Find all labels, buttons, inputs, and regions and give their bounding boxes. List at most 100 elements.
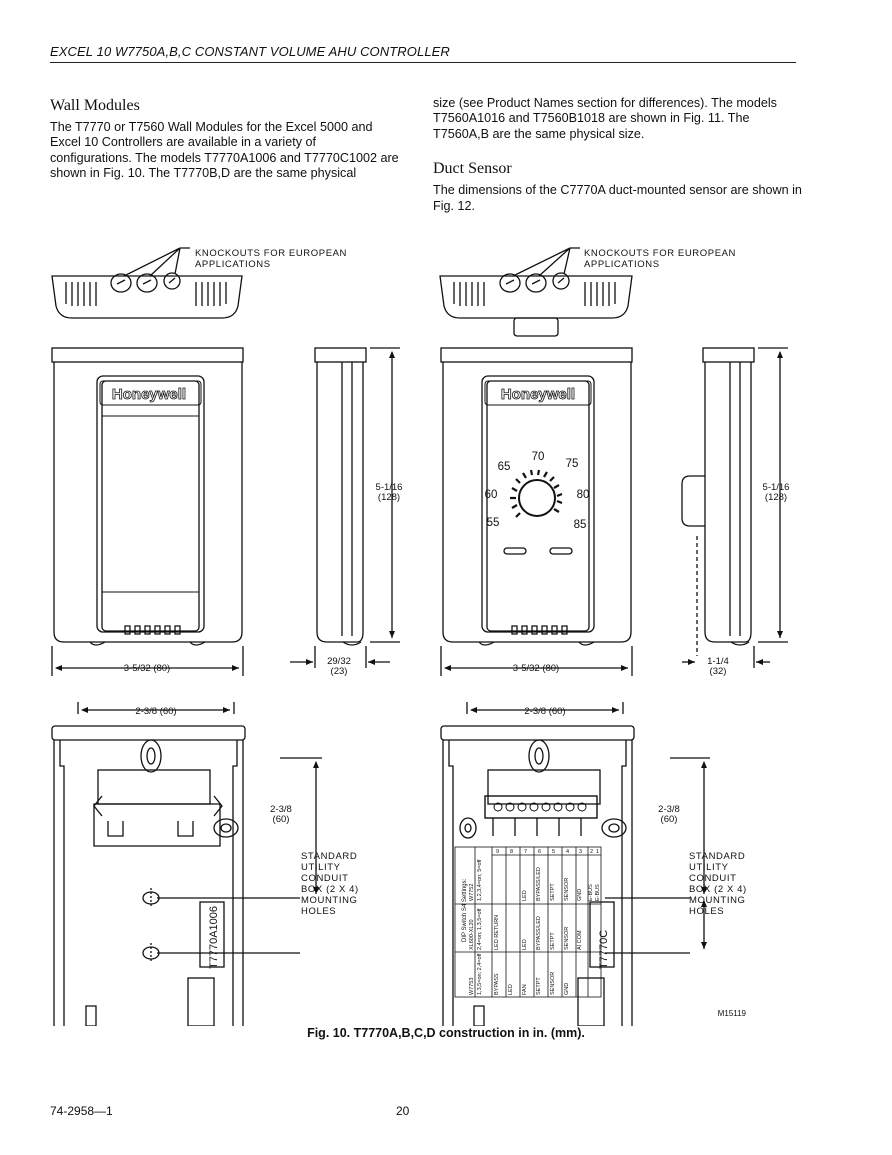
dial-number: 60: [485, 489, 498, 501]
construction-drawing: Honeywell: [51, 247, 790, 1026]
figure-caption: Fig. 10. T7770A,B,C,D construction in in…: [307, 1026, 585, 1040]
height-dim-right-mm: (128): [765, 492, 787, 503]
dip-cell: BYPASS/LED: [536, 867, 542, 901]
terminal-number: 5: [552, 849, 555, 855]
page-number: 20: [396, 1104, 410, 1118]
knockouts-label-left-line1: KNOCKOUTS FOR EUROPEAN: [195, 248, 347, 259]
dip-cell: FAN: [522, 984, 528, 995]
figure-10: Honeywell: [30, 236, 830, 1026]
terminal-number: 1: [596, 849, 599, 855]
conduit-line: CONDUIT: [689, 873, 736, 884]
conduit-line: MOUNTING: [689, 895, 746, 906]
left-front-view: [51, 347, 244, 646]
figure-id: M15119: [718, 1009, 747, 1018]
wall-modules-heading: Wall Modules: [50, 97, 140, 114]
knockouts-label-right-line1: KNOCKOUTS FOR EUROPEAN: [584, 248, 736, 259]
conduit-label-left: STANDARD UTILITY CONDUIT BOX (2 X 4) MOU…: [301, 851, 359, 917]
width-dim-left: 3-5/32 (80): [124, 663, 170, 674]
dip-model: XL600-XL20: [469, 919, 475, 950]
dip-cell: LED: [522, 890, 528, 901]
brand-logo-left: Honeywell: [112, 386, 186, 403]
right-back-view: [440, 702, 710, 1026]
dip-switch-table: 9 8 7 6 5 4 3 2 1 DIP Switch S4 Settings…: [462, 849, 601, 995]
duct-sensor-heading: Duct Sensor: [433, 160, 512, 178]
height-dim-right: 5-1/16: [763, 482, 790, 493]
conduit-line: STANDARD: [689, 851, 745, 862]
conduit-line: BOX (2 X 4): [689, 884, 747, 895]
left-back-view: [51, 702, 322, 1026]
brand-logo-right: Honeywell: [501, 386, 575, 403]
dial-number: 85: [574, 519, 587, 531]
dial-number: 80: [577, 489, 590, 501]
conduit-line: CONDUIT: [301, 873, 348, 884]
document-number: 74-2958—1: [50, 1104, 113, 1118]
left-top-view: [51, 247, 243, 319]
dip-cell: SENSOR: [564, 878, 570, 901]
knockouts-label-right-line2: APPLICATIONS: [584, 259, 660, 270]
dip-cell: SENSOR: [550, 972, 556, 995]
left-width-dimension: [51, 646, 244, 676]
dip-cell: BYPASS: [494, 973, 500, 995]
dial-number: 70: [532, 451, 545, 463]
conduit-line: MOUNTING: [301, 895, 358, 906]
terminal-number: 3: [579, 849, 582, 855]
right-top-view: [439, 247, 633, 337]
conduit-line: HOLES: [689, 906, 724, 917]
mount-width-dim-right: 2-3/8 (60): [524, 706, 565, 717]
dip-cell: LED: [508, 984, 514, 995]
left-column: Wall Modules The T7770 or T7560 Wall Mod…: [50, 96, 400, 182]
dip-cell: SETPT: [536, 977, 542, 995]
duct-sensor-paragraph: The dimensions of the C7770A duct-mounte…: [433, 183, 802, 213]
terminal-number: 6: [538, 849, 541, 855]
dip-setting: 1,2,3,4=on; 5=off: [477, 859, 483, 901]
height-dim-left-mm: (128): [378, 492, 400, 503]
terminal-number: 8: [510, 849, 513, 855]
wall-modules-continuation: size (see Product Names section for diff…: [433, 96, 777, 141]
conduit-line: HOLES: [301, 906, 336, 917]
dip-model: W7753: [469, 978, 475, 995]
dip-cell: SENSOR: [564, 927, 570, 950]
dip-cell: LED RETURN: [494, 915, 500, 950]
conduit-line: BOX (2 X 4): [301, 884, 359, 895]
dip-cell: SETPT: [550, 883, 556, 901]
width-dim-right: 3-5/32 (80): [513, 663, 559, 674]
dip-cell: AI COM: [577, 930, 583, 950]
right-front-view: [440, 347, 633, 676]
mount-width-dim-left: 2-3/8 (60): [135, 706, 176, 717]
right-column: size (see Product Names section for diff…: [433, 96, 803, 214]
running-header: EXCEL 10 W7750A,B,C CONSTANT VOLUME AHU …: [50, 44, 450, 59]
dip-cell: LED: [522, 939, 528, 950]
header-rule: [50, 62, 796, 63]
knockouts-label-left-line2: APPLICATIONS: [195, 259, 271, 270]
terminal-number: 9: [496, 849, 499, 855]
right-side-view: [681, 347, 788, 668]
conduit-label-right: STANDARD UTILITY CONDUIT BOX (2 X 4) MOU…: [689, 851, 747, 917]
dip-cell: SETPT: [550, 932, 556, 950]
depth-dim-left-mm: (23): [331, 666, 348, 677]
conduit-line: UTILITY: [689, 862, 729, 873]
dial-number: 55: [487, 517, 500, 529]
conduit-line: STANDARD: [301, 851, 357, 862]
conduit-line: UTILITY: [301, 862, 341, 873]
dip-model: W7752: [469, 884, 475, 901]
dial-number: 75: [566, 458, 579, 470]
dip-setting: 1,3,5=on; 2,4=off: [477, 953, 483, 995]
depth-dim-right: 1-1/4: [707, 656, 729, 667]
dial-number: 65: [498, 461, 511, 473]
mount-height-dim-left: 2-3/8: [270, 804, 292, 815]
terminal-number: 7: [524, 849, 527, 855]
terminal-number: 2: [590, 849, 593, 855]
mount-height-dim-right-mm: (60): [661, 814, 678, 825]
wall-modules-paragraph: The T7770 or T7560 Wall Modules for the …: [50, 120, 399, 181]
depth-dim-right-mm: (32): [710, 666, 727, 677]
model-label-right: T7770C: [598, 930, 610, 969]
height-dim-left: 5-1/16: [376, 482, 403, 493]
dip-cell: GND: [577, 889, 583, 901]
dip-cell: GND: [564, 983, 570, 995]
terminal-number: 4: [566, 849, 569, 855]
dip-cell: E-BUS: [595, 884, 601, 901]
model-label-left: T7770A1006: [208, 906, 220, 969]
setpoint-dial-scale: 55 60 65 70 75 80 85: [485, 451, 590, 531]
mount-height-dim-left-mm: (60): [273, 814, 290, 825]
mount-height-dim-right: 2-3/8: [658, 804, 680, 815]
